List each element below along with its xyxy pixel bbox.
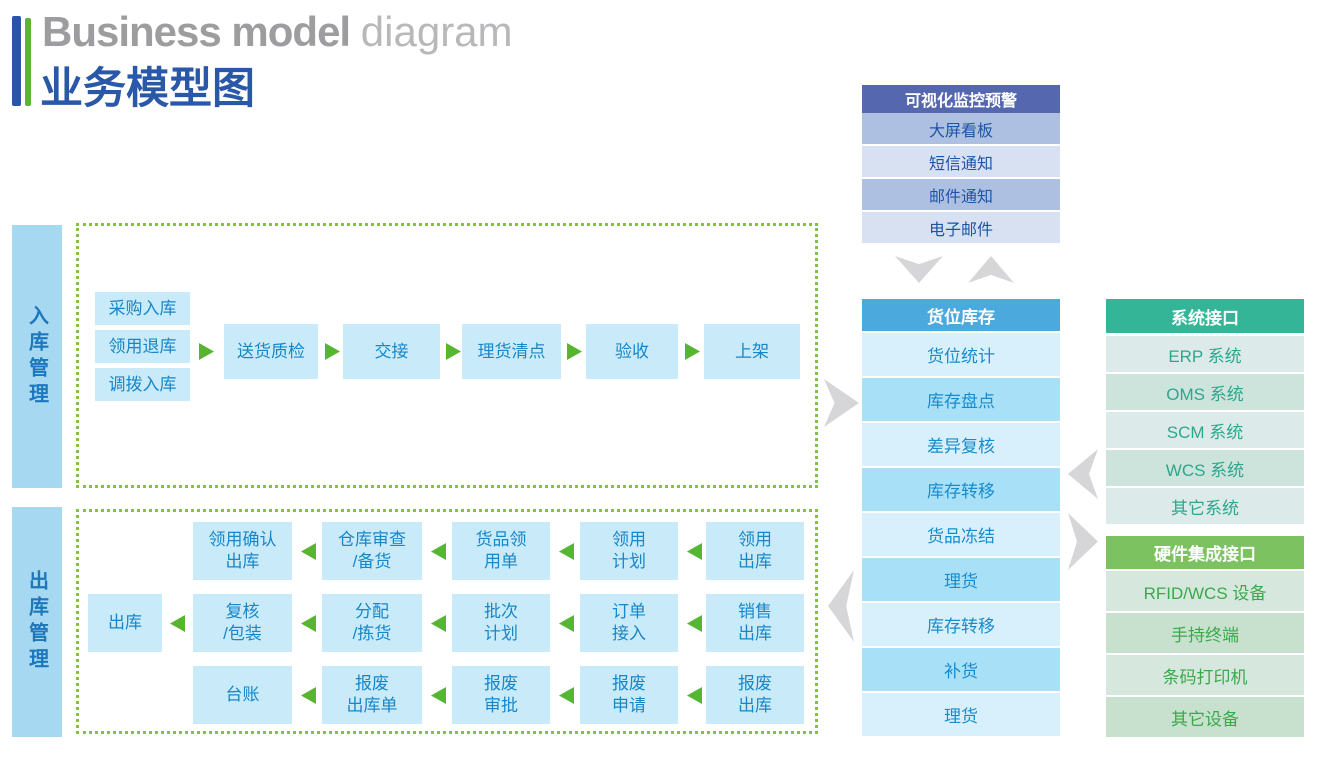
inbound-step-box: 送货质检 [224,324,318,379]
inventory-panel-row: 货品冻结 [862,513,1060,556]
inbound-source-box: 采购入库 [95,292,190,325]
inbound-step-box: 验收 [586,324,678,379]
inventory-panel-row: 库存转移 [862,468,1060,511]
title-english-bold: Business model [42,8,351,55]
gray-arrow-left-icon [828,570,854,642]
title-accent-bar-green [25,18,31,106]
inventory-panel-header: 货位库存 [862,299,1060,331]
hardware-panel-row: 条码打印机 [1106,655,1304,695]
hardware-panel-row: RFID/WCS 设备 [1106,571,1304,611]
gray-arrow-left-icon [1068,449,1098,499]
gray-arrow-right-icon [824,379,859,427]
outbound-step-box: 报废 审批 [452,666,550,724]
gray-arrow-right-icon [1068,513,1098,570]
inbound-step-box: 上架 [704,324,800,379]
inbound-section-label: 入库管理 [12,225,62,488]
outbound-step-box: 货品领 用单 [452,522,550,580]
inventory-panel-row: 差异复核 [862,423,1060,466]
outbound-step-box: 领用确认 出库 [193,522,292,580]
inventory-panel-row: 货位统计 [862,333,1060,376]
system-panel-header: 系统接口 [1106,299,1304,333]
hardware-panel-row: 其它设备 [1106,697,1304,737]
inbound-step-box: 交接 [343,324,440,379]
title-chinese: 业务模型图 [40,65,255,113]
outbound-section-label: 出库管理 [12,507,62,737]
outbound-step-box: 销售 出库 [706,594,804,652]
inventory-panel-row: 补货 [862,648,1060,691]
inbound-dotted-frame [76,223,818,488]
outbound-step-box: 报废 出库 [706,666,804,724]
outbound-step-box: 领用 计划 [580,522,678,580]
gray-arrow-up-icon [968,256,1014,283]
outbound-step-box: 领用 出库 [706,522,804,580]
hardware-panel-row: 手持终端 [1106,613,1304,653]
title-english-light: diagram [360,8,513,55]
gray-arrow-down-icon [895,256,943,283]
system-panel-row: WCS 系统 [1106,450,1304,486]
outbound-step-box: 台账 [193,666,292,724]
outbound-step-box: 报废 出库单 [322,666,422,724]
system-panel-row: SCM 系统 [1106,412,1304,448]
outbound-dotted-frame [76,509,818,734]
inventory-panel-row: 库存盘点 [862,378,1060,421]
inventory-panel-row: 理货 [862,693,1060,736]
inbound-step-box: 理货清点 [462,324,561,379]
outbound-step-box: 仓库审查 /备货 [322,522,422,580]
monitor-panel-row: 短信通知 [862,146,1060,177]
monitor-panel-row: 电子邮件 [862,212,1060,243]
system-panel-row: OMS 系统 [1106,374,1304,410]
monitor-panel-row: 大屏看板 [862,113,1060,144]
outbound-step-box: 复核 /包装 [193,594,292,652]
system-panel-row: 其它系统 [1106,488,1304,524]
inbound-source-box: 领用退库 [95,330,190,363]
outbound-step-box: 报废 申请 [580,666,678,724]
outbound-step-box: 分配 /拣货 [322,594,422,652]
system-panel-row: ERP 系统 [1106,336,1304,372]
title-accent-bar-blue [12,16,21,106]
outbound-step-box: 订单 接入 [580,594,678,652]
monitor-panel-row: 邮件通知 [862,179,1060,210]
hardware-panel-header: 硬件集成接口 [1106,536,1304,569]
outbound-step-box: 出库 [88,594,162,652]
monitor-panel-header: 可视化监控预警 [862,85,1060,113]
title-english: Business model diagram [42,8,513,56]
outbound-step-box: 批次 计划 [452,594,550,652]
inventory-panel-row: 库存转移 [862,603,1060,646]
inventory-panel-row: 理货 [862,558,1060,601]
inbound-source-box: 调拨入库 [95,368,190,401]
